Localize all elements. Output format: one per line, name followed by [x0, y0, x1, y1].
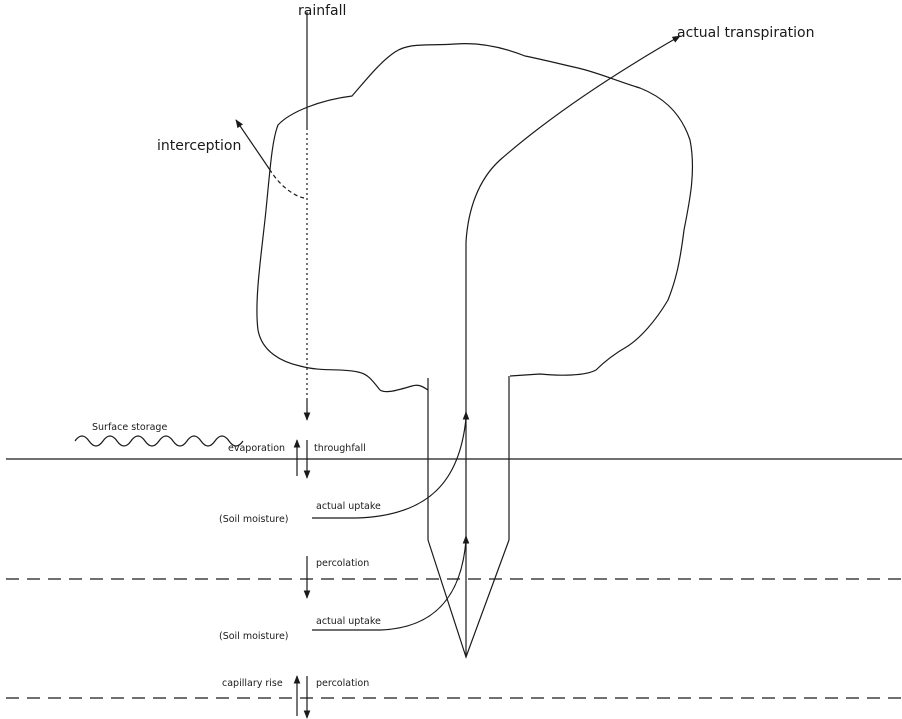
percolation-label-1: percolation	[316, 558, 369, 569]
root-zone	[428, 540, 509, 657]
evaporation-label: evaporation	[228, 443, 285, 454]
surface-storage-wave	[75, 436, 243, 446]
soil-moisture-label-2: (Soil moisture)	[219, 631, 289, 642]
soil-moisture-label-1: (Soil moisture)	[219, 514, 289, 525]
interception-label: interception	[157, 138, 241, 154]
throughfall-label: throughfall	[314, 443, 366, 454]
percolation-label-2: percolation	[316, 678, 369, 689]
rainfall-label: rainfall	[298, 3, 346, 19]
tree-canopy	[257, 44, 693, 390]
actual-uptake-label-1: actual uptake	[316, 501, 381, 512]
canopy-inner-edge	[380, 385, 428, 391]
interception-dashed-curve	[270, 170, 304, 198]
actual-uptake-label-2: actual uptake	[316, 616, 381, 627]
capillary-rise-label: capillary rise	[222, 678, 283, 689]
surface-storage-label: Surface storage	[92, 422, 167, 433]
actual-transpiration-label: actual transpiration	[677, 25, 814, 41]
